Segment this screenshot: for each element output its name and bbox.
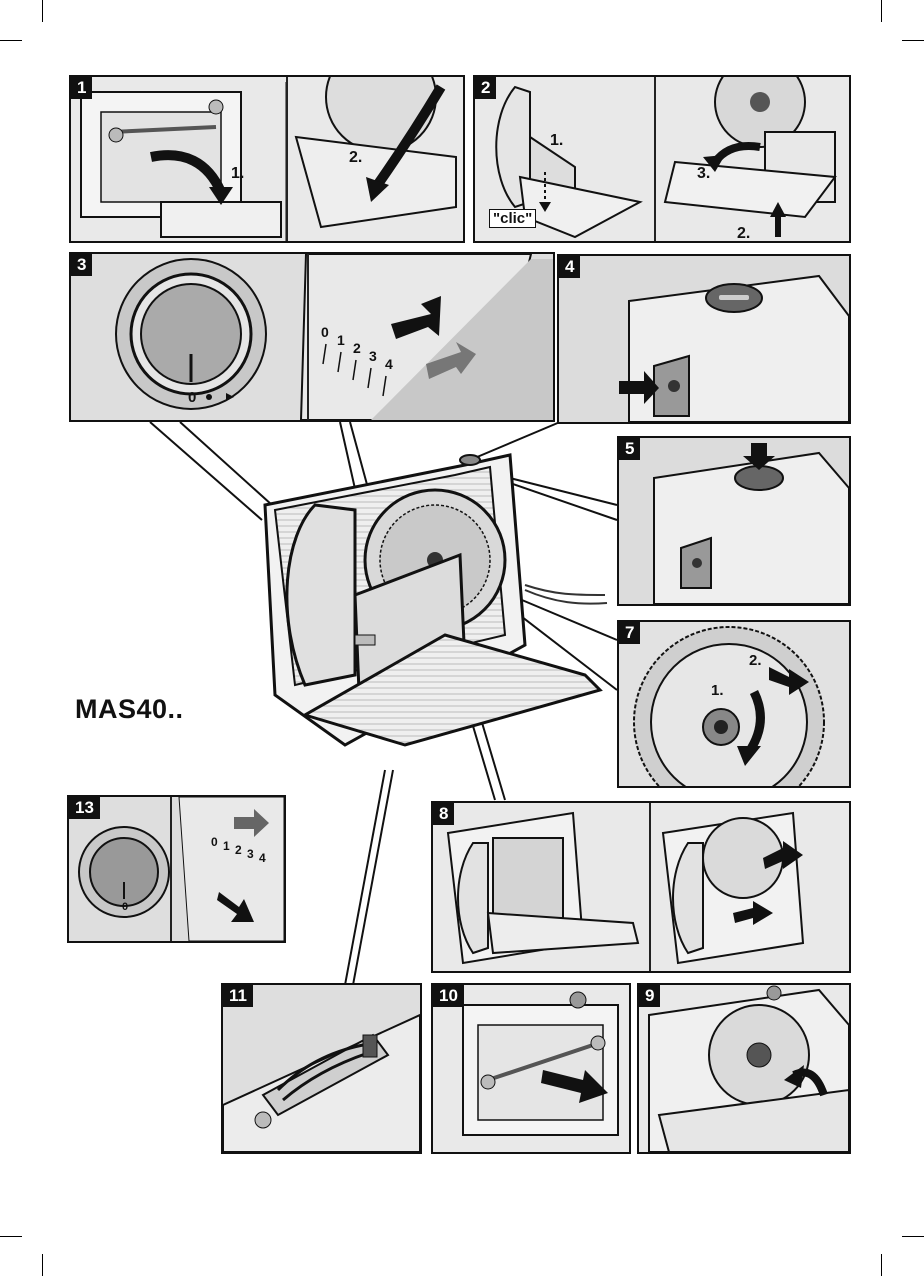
fold-out-tray-illustration	[71, 77, 463, 241]
thickness-dial-illustration	[71, 254, 553, 420]
step-number: 1	[71, 77, 92, 99]
panel-step-2: 2 1. "clic" 3. 2.	[473, 75, 851, 243]
blade-replace-illustration	[639, 985, 849, 1152]
scale-tick-label: 4	[385, 356, 393, 372]
step-number: 10	[433, 985, 464, 1007]
fold-in-tray-illustration	[433, 985, 629, 1152]
cable-storage-illustration	[223, 985, 420, 1152]
scale-tick-label: 0	[321, 324, 329, 340]
panel-divider	[286, 77, 288, 241]
step-number: 2	[475, 77, 496, 99]
panel-step-7: 7 1. 2.	[617, 620, 851, 788]
scale-tick-label: 3	[247, 847, 254, 861]
dial-zero-label: 0	[122, 901, 128, 913]
step-number: 4	[559, 256, 580, 278]
panel-step-5: 5	[617, 436, 851, 606]
panel-step-10: 10	[431, 983, 631, 1154]
step-number: 8	[433, 803, 454, 825]
scale-tick-label: 2	[353, 340, 361, 356]
step-label: 2.	[349, 149, 362, 167]
step-label: 1.	[231, 165, 244, 183]
panel-step-9: 9	[637, 983, 851, 1154]
model-label: MAS40..	[75, 694, 184, 725]
step-number: 5	[619, 438, 640, 460]
step-number: 11	[223, 985, 253, 1007]
panel-step-13: 13 0 0 1 2 3 4	[67, 795, 286, 943]
scale-tick-label: 1	[223, 839, 230, 853]
scale-tick-label: 2	[235, 843, 242, 857]
power-button-illustration	[619, 438, 849, 604]
step-label: 3.	[697, 165, 710, 183]
panel-step-8: 8	[431, 801, 851, 973]
panel-step-4: 4	[557, 254, 851, 424]
step-label: 2.	[749, 652, 762, 669]
clic-label: "clic"	[489, 209, 536, 228]
step-number: 7	[619, 622, 640, 644]
step-label: 1.	[711, 682, 724, 699]
step-number: 13	[69, 797, 100, 819]
dial-reset-illustration	[69, 797, 284, 941]
step-label: 1.	[550, 132, 563, 150]
key-lock-illustration	[559, 256, 849, 422]
step-number: 9	[639, 985, 660, 1007]
panel-step-1: 1 1. 2.	[69, 75, 465, 243]
dial-zero-label: 0	[188, 389, 196, 406]
step-label: 2.	[737, 225, 750, 243]
panel-step-11: 11	[221, 983, 422, 1154]
scale-tick-label: 3	[369, 348, 377, 364]
carriage-removal-illustration	[433, 803, 849, 971]
step-number: 3	[71, 254, 92, 276]
blade-removal-illustration	[619, 622, 849, 786]
scale-tick-label: 4	[259, 851, 266, 865]
scale-tick-label: 0	[211, 835, 218, 849]
panel-step-3: 3 0 0 1 2 3 4	[69, 252, 555, 422]
slicer-main-illustration	[255, 445, 625, 775]
scale-tick-label: 1	[337, 332, 345, 348]
